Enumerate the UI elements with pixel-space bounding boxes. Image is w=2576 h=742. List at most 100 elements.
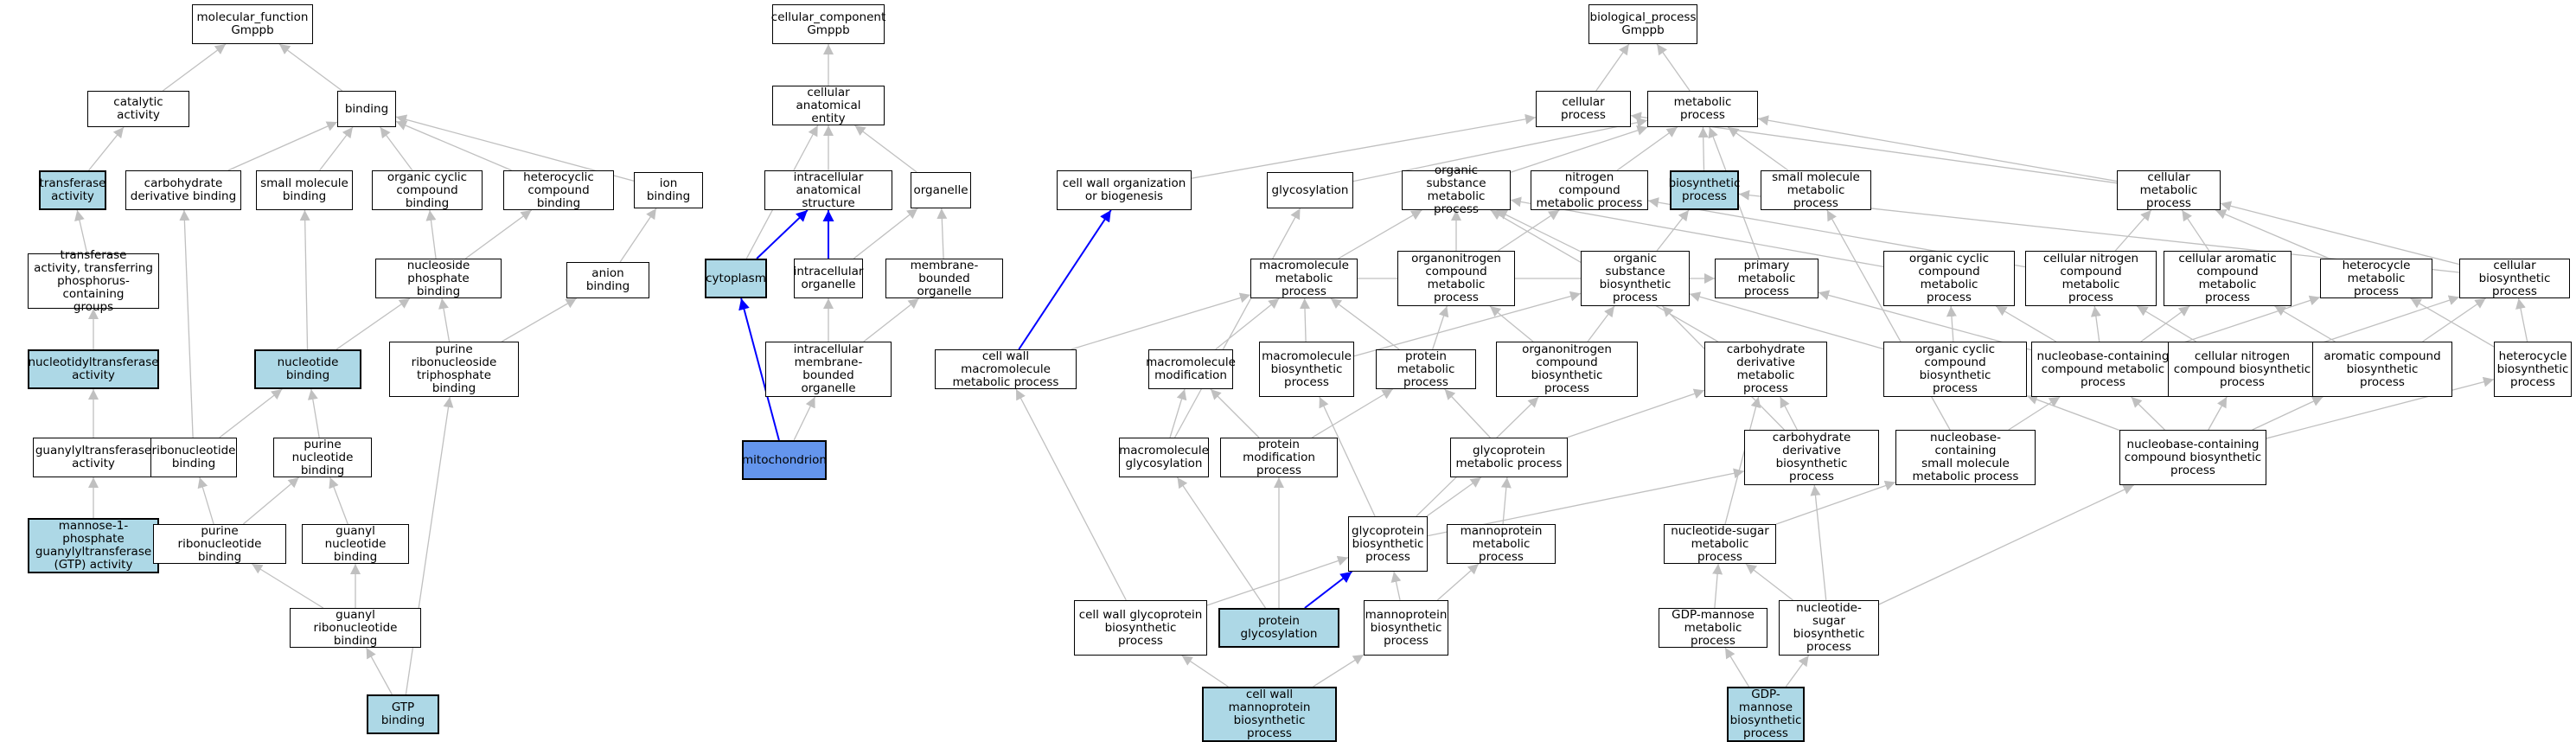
edge-cytoplasm-to-intracellas xyxy=(756,209,809,259)
go-term-mf: molecular_function Gmppb xyxy=(192,4,313,44)
go-term-gpmp: glycoprotein metabolic process xyxy=(1450,438,1568,477)
edge-oncbp-to-osbp xyxy=(1587,305,1615,342)
edge-occbp-to-occmp xyxy=(1946,305,1957,342)
edge-mbo-to-organelle xyxy=(936,208,948,259)
go-term-mbp: macromolecule biosynthetic process xyxy=(1259,342,1354,397)
go-term-orgcycbind: organic cyclic compound binding xyxy=(372,170,483,210)
go-term-nucphosbind: nucleoside phosphate binding xyxy=(375,259,502,298)
go-term-gdpmmp: GDP-mannose metabolic process xyxy=(1659,608,1767,648)
edge-guanylnucbind-to-purnucbind xyxy=(329,477,348,525)
edge-acbp-to-cbp xyxy=(2422,297,2486,342)
edge-grnbind-to-prnbind xyxy=(251,563,324,609)
edge-mitochondrion-to-imbo xyxy=(793,396,816,441)
edge-hmp-to-cmp xyxy=(2215,209,2330,259)
edge-ncmp-to-metproc xyxy=(1616,126,1678,171)
edge-mglyc-to-mmod xyxy=(1169,388,1187,438)
edge-transferase-to-catalytic xyxy=(88,126,125,171)
go-term-gtpbind: GTP binding xyxy=(367,694,439,734)
edge-pmodp-to-mmod xyxy=(1210,388,1260,438)
go-term-mmp: macromolecule metabolic process xyxy=(1250,259,1358,298)
edge-intraorg-to-organelle xyxy=(853,208,918,259)
edge-cacmp-to-cmp xyxy=(2181,209,2210,252)
edge-osmp-to-metproc xyxy=(1510,125,1648,173)
edge-nucbind-to-nucphosbind xyxy=(336,297,411,350)
go-term-bp: biological_process Gmppb xyxy=(1588,4,1697,44)
go-term-protglyc: protein glycosylation xyxy=(1218,608,1339,648)
edge-purnucbind-to-nucbind xyxy=(307,388,320,438)
go-term-mannose1p: mannose-1-phosphate guanylyltransferase … xyxy=(28,518,159,573)
go-term-oncmp: organonitrogen compound metabolic proces… xyxy=(1397,251,1515,306)
go-term-mbo: membrane-bounded organelle xyxy=(885,259,1003,298)
go-term-cwmbp: cell wall mannoprotein biosynthetic proc… xyxy=(1202,687,1337,742)
edge-mpbp-to-mpmp xyxy=(1436,563,1480,601)
go-term-nccmp: nucleobase-containing compound metabolic… xyxy=(2031,342,2175,397)
edge-ribonucbind-to-nucbind xyxy=(219,388,283,438)
edge-organelle-to-cae xyxy=(854,125,917,173)
edge-smallmolbind-to-binding xyxy=(319,126,354,171)
go-term-ncsmmp: nucleobase-containing small molecule met… xyxy=(1895,430,2036,485)
edge-cwmbp-to-mpbp xyxy=(1313,654,1365,688)
edge-cwmmp-to-mmp xyxy=(1071,292,1251,350)
go-term-prntpbind: purine ribonucleoside triphosphate bindi… xyxy=(389,342,519,397)
edge-nccmp-to-cacmp xyxy=(2140,305,2190,342)
go-term-mitochondrion: mitochondrion xyxy=(742,440,827,480)
edge-gtpbind-to-prntpbind xyxy=(405,396,454,695)
edge-nucphosbind-to-hetbind xyxy=(464,209,533,259)
edge-gdpmmp-to-nsmp xyxy=(1712,563,1723,609)
edge-nsbp-to-nccbp xyxy=(1878,484,2134,605)
edge-nsbp-to-cdbp xyxy=(1810,484,1827,601)
go-term-cncbp: cellular nitrogen compound biosynthetic … xyxy=(2168,342,2317,397)
edge-nsmp-to-ncsmmp xyxy=(1775,480,1896,525)
edge-ionbind-to-binding xyxy=(395,114,635,182)
edge-prntpbind-to-nucphosbind xyxy=(438,297,451,342)
go-term-imbo: intracellular membrane-bounded organelle xyxy=(765,342,892,397)
edge-cellproc-to-bp xyxy=(1595,43,1630,92)
go-term-transP: transferase activity, transferring phosp… xyxy=(28,248,159,313)
go-term-nsmp: nucleotide-sugar metabolic process xyxy=(1664,524,1776,564)
go-term-cwgbp: cell wall glycoprotein biosynthetic proc… xyxy=(1074,600,1207,656)
go-term-cwob: cell wall organization or biogenesis xyxy=(1057,170,1192,210)
go-term-metproc: metabolic process xyxy=(1647,91,1758,127)
edge-prnbind-to-ribonucbind xyxy=(197,477,214,525)
go-term-oncbp: organonitrogen compound biosynthetic pro… xyxy=(1496,342,1638,397)
edge-pmodp-to-protmp xyxy=(1311,388,1394,438)
edge-cwgbp-to-gpbp xyxy=(1206,555,1349,606)
go-term-cc: cellular_component Gmppb xyxy=(771,4,885,44)
edge-ncsmmp-to-nccmp xyxy=(2008,396,2061,431)
go-term-binding: binding xyxy=(337,91,396,127)
go-term-carbderivbind: carbohydrate derivative binding xyxy=(125,170,241,210)
go-term-gdpmbp: GDP-mannose biosynthetic process xyxy=(1727,687,1805,742)
edge-ribonucbind-to-carbderivbind xyxy=(179,209,194,438)
go-term-mmod: macromolecule modification xyxy=(1146,349,1236,389)
go-term-organelle: organelle xyxy=(911,172,971,208)
edge-hbp-to-hmp xyxy=(2410,297,2495,348)
edge-protmp-to-mmp xyxy=(1330,297,1400,350)
edge-cncmp-to-cmp xyxy=(2114,209,2152,252)
edge-nccmp-to-pmp xyxy=(1818,290,2032,351)
go-term-prnbind: purine ribonucleotide binding xyxy=(153,524,286,564)
edge-gpmp-to-cdmp xyxy=(1566,388,1705,438)
edge-mbp-to-osbp xyxy=(1353,291,1582,357)
edge-smmp-to-metproc xyxy=(1727,126,1789,171)
edge-cmp-to-metproc xyxy=(1757,115,2118,182)
edge-cwgbp-to-cwmmp xyxy=(1015,388,1127,601)
edge-metproc-to-bp xyxy=(1656,43,1691,92)
edge-carbderivbind-to-binding xyxy=(227,121,338,171)
edge-transP-to-transferase xyxy=(74,209,88,254)
edge-gdpmbp-to-nsbp xyxy=(1785,655,1810,688)
edge-nsbp-to-nsmp xyxy=(1745,563,1793,601)
go-term-cbp: cellular biosynthetic process xyxy=(2459,259,2570,298)
go-term-nccbp: nucleobase-containing compound biosynthe… xyxy=(2119,430,2266,485)
go-term-ribonucbind: ribonucleotide binding xyxy=(150,438,237,477)
go-term-osmp: organic substance metabolic process xyxy=(1402,164,1511,216)
go-term-nucltrans: nucleotidyltransferase activity xyxy=(28,349,159,389)
go-term-hmp: heterocycle metabolic process xyxy=(2320,259,2432,298)
go-term-cwmmp: cell wall macromolecule metabolic proces… xyxy=(935,349,1077,389)
edge-gdpmbp-to-gdpmmp xyxy=(1724,647,1750,688)
go-term-cmp: cellular metabolic process xyxy=(2117,170,2221,210)
go-term-cncmp: cellular nitrogen compound metabolic pro… xyxy=(2025,251,2157,306)
go-term-ncmp: nitrogen compound metabolic process xyxy=(1531,170,1648,210)
edge-mmp-to-osmp xyxy=(1338,209,1422,259)
edge-mpbp-to-gpbp xyxy=(1390,571,1402,601)
